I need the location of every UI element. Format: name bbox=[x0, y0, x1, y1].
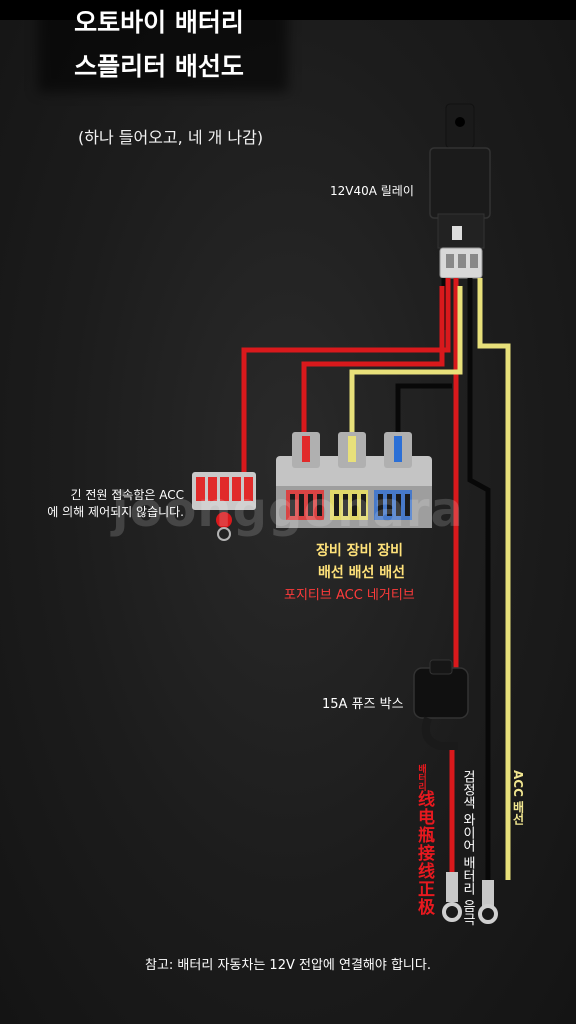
junction-label-line-2: 에 의해 제어되지 않습니다. bbox=[47, 505, 184, 519]
title-backdrop bbox=[38, 8, 288, 92]
yellow-wire-label: ACC 배선 bbox=[511, 770, 525, 826]
splitter-connector-icon bbox=[276, 432, 432, 528]
junction-box-label: 긴 전원 접속함은 ACC 에 의해 제어되지 않습니다. bbox=[44, 487, 184, 521]
equipment-label-line-3: 포지티브 ACC 네거티브 bbox=[284, 588, 415, 603]
red-wire-label: 线电瓶接线正极 bbox=[414, 790, 434, 916]
red-wire-small-label: 배터리 bbox=[416, 764, 426, 791]
fuse-box-icon bbox=[413, 659, 469, 750]
junction-label-line-1: 긴 전원 접속함은 ACC bbox=[70, 488, 184, 502]
bottom-note: 참고: 배터리 자동차는 12V 전압에 연결해야 합니다. bbox=[145, 958, 431, 973]
title-line-1: 오토바이 배터리 bbox=[74, 8, 244, 37]
yellow-wires bbox=[349, 278, 511, 880]
ring-terminals-icon bbox=[442, 872, 498, 924]
fuse-box-label: 15A 퓨즈 박스 bbox=[322, 697, 404, 712]
equipment-label-line-2: 배선 배선 배선 bbox=[318, 565, 406, 581]
title-line-2: 스플리터 배선도 bbox=[74, 52, 244, 81]
red-wires bbox=[241, 278, 459, 872]
subtitle: (하나 들어오고, 네 개 나감) bbox=[78, 128, 264, 147]
relay-label: 12V40A 릴레이 bbox=[330, 184, 414, 198]
black-wire-label: 검정색 와이어 배터리 음극 bbox=[460, 770, 475, 926]
equipment-label-line-1: 장비 장비 장비 bbox=[316, 543, 404, 559]
junction-box-icon bbox=[192, 472, 256, 541]
watermark: joonggonara bbox=[112, 482, 464, 538]
relay-icon bbox=[429, 103, 491, 279]
